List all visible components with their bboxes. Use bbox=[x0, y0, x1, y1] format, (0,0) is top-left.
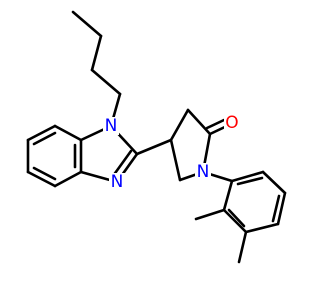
bond-ar-double-3 bbox=[227, 208, 246, 228]
bond-ar-double-1 bbox=[236, 176, 264, 186]
bond-ar-5-6 bbox=[222, 208, 248, 234]
bond-methyl-ortho bbox=[194, 208, 226, 221]
bond-c4-c3pyr bbox=[169, 108, 190, 142]
bond-c5-c4-double bbox=[32, 166, 57, 181]
molecule-structure: N N N O bbox=[26, 10, 287, 264]
label-mask-npyr bbox=[195, 163, 211, 181]
bond-c5-c4pyr bbox=[169, 138, 182, 182]
bond-c7-c6 bbox=[26, 124, 57, 142]
bond-ar-6-1 bbox=[222, 179, 234, 212]
bond-c2-c4pyr bbox=[135, 138, 173, 156]
atom-label-n-pyrrolidinone: N bbox=[197, 162, 210, 182]
bond-methyl-meta bbox=[237, 230, 248, 264]
bond-layer bbox=[26, 10, 287, 264]
bond-c4-c3a bbox=[53, 170, 83, 188]
atom-label-n3: N bbox=[111, 172, 124, 192]
bond-butyl-2 bbox=[90, 34, 103, 72]
label-mask-n3 bbox=[109, 173, 125, 191]
bond-ar-4-5 bbox=[244, 222, 280, 234]
bond-c3-c2pyr bbox=[186, 108, 212, 136]
bond-ar-1-2 bbox=[230, 170, 265, 183]
bond-c5-c4 bbox=[26, 170, 57, 188]
bond-ar-double-2 bbox=[271, 194, 281, 223]
bond-c7-c6-double bbox=[32, 131, 57, 146]
bond-c7a-c7 bbox=[53, 124, 83, 142]
bond-butyl-3 bbox=[90, 68, 122, 96]
label-mask-o bbox=[224, 114, 240, 132]
atom-label-layer: N N N O bbox=[103, 113, 240, 192]
bond-ar-2-3 bbox=[261, 170, 287, 195]
atom-label-n1: N bbox=[105, 116, 118, 136]
bond-ar-3-4 bbox=[276, 191, 287, 226]
bond-carbonyl-b bbox=[205, 118, 226, 130]
bond-c2-n3-double bbox=[111, 149, 133, 178]
atom-label-o: O bbox=[225, 113, 238, 133]
label-mask-n1 bbox=[103, 117, 119, 135]
bond-butyl-1 bbox=[71, 10, 103, 38]
